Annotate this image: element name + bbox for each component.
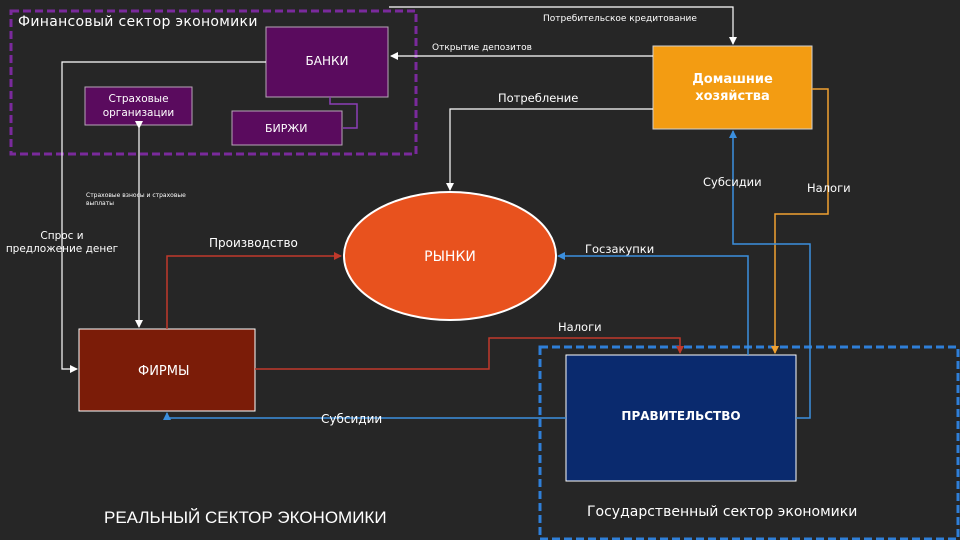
consumer-credit-label: Потребительское кредитование	[543, 14, 697, 24]
firms-subsidies-arrow	[163, 412, 566, 420]
markets-ellipse	[343, 191, 557, 321]
consumption-label: Потребление	[498, 91, 579, 105]
households-taxes-label: Налоги	[807, 181, 851, 195]
firms-subsidies-label: Субсидии	[321, 412, 383, 426]
financial-sector-title: Финансовый сектор экономики	[18, 14, 258, 30]
firms-box	[78, 328, 256, 412]
households-subsidies-label: Субсидии	[703, 175, 762, 189]
markets-label: РЫНКИ	[424, 249, 476, 265]
banks-label: БАНКИ	[305, 54, 349, 68]
exchanges-node: БИРЖИ	[232, 111, 342, 145]
government-box	[565, 354, 797, 482]
banks-exchanges-link	[329, 97, 358, 129]
government-sector-frame	[538, 345, 960, 540]
households-label: Домашние хозяйства	[692, 71, 773, 104]
procurement-label: Госзакупки	[585, 242, 655, 256]
exchanges-box	[231, 110, 343, 146]
production-arrow	[166, 252, 342, 329]
households-node: Домашние хозяйства	[653, 46, 812, 129]
real-sector-title: РЕАЛЬНЫЙ СЕКТОР ЭКОНОМИКИ	[104, 508, 387, 527]
government-sector-title: Государственный сектор экономики	[587, 504, 858, 520]
consumption-arrow	[446, 108, 653, 191]
money-flow-label: Спрос и предложение денег	[5, 230, 119, 255]
firms-taxes-arrow	[255, 337, 684, 370]
deposits-label: Открытие депозитов	[432, 43, 532, 53]
production-label: Производство	[209, 236, 298, 250]
firms-label: ФИРМЫ	[138, 363, 190, 379]
insurance-label: Страховые организации	[102, 93, 175, 119]
firms-node: ФИРМЫ	[79, 360, 255, 382]
exchanges-label: БИРЖИ	[265, 121, 308, 135]
government-label: ПРАВИТЕЛЬСТВО	[621, 409, 741, 423]
households-box	[652, 45, 813, 130]
insurance-payments-label: Страховые взносы и страховые выплаты	[86, 192, 186, 207]
markets-node: РЫНКИ	[344, 246, 556, 268]
banks-box	[265, 26, 389, 98]
procurement-arrow	[557, 252, 749, 355]
households-taxes-arrow	[771, 88, 829, 354]
consumer-credit-arrow	[389, 6, 737, 45]
banks-node: БАНКИ	[266, 52, 388, 70]
financial-sector-frame	[9, 9, 418, 156]
firms-taxes-label: Налоги	[558, 320, 602, 334]
households-subsidies-arrow	[729, 130, 811, 419]
insurance-node: Страховые организации	[85, 87, 192, 125]
government-node: ПРАВИТЕЛЬСТВО	[566, 405, 796, 427]
money-flow-arrow	[61, 61, 266, 373]
